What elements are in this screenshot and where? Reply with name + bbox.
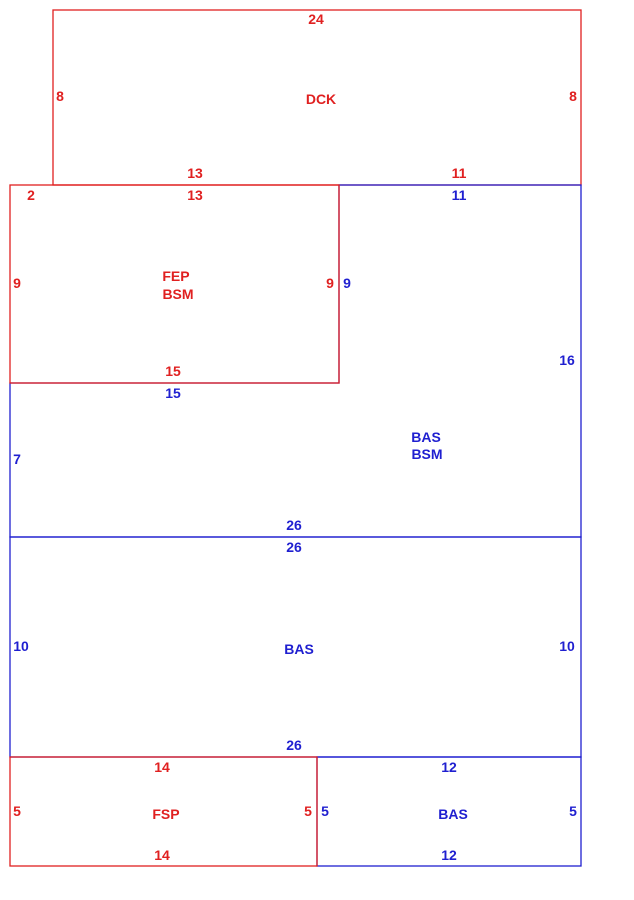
bas-small-left-dimension: 5	[321, 803, 329, 819]
fsp-bottom-dimension: 14	[154, 847, 170, 863]
dck-left-dimension: 8	[56, 88, 64, 104]
bas-bsm-outline	[9, 184, 582, 538]
bas-bsm-inner-left-dimension: 9	[343, 275, 351, 291]
fsp-right-dimension: 5	[304, 803, 312, 819]
fep-corner-dimension: 2	[27, 187, 35, 203]
fsp-outline	[9, 756, 318, 867]
fsp-area-label: FSP	[152, 806, 179, 822]
fsp-top-dimension: 14	[154, 759, 170, 775]
dck-top-dimension: 24	[308, 11, 324, 27]
bas-bsm-bsm-area-label: BSM	[411, 446, 442, 462]
dck-right-dimension: 8	[569, 88, 577, 104]
bas-bsm-bottom-dimension: 26	[286, 517, 302, 533]
bas-bsm-top-dimension: 11	[452, 187, 467, 203]
bas-bsm-area-label: BAS	[411, 429, 441, 445]
bas-small-top-dimension: 12	[441, 759, 457, 775]
fep-left-dimension: 9	[13, 275, 21, 291]
fep-bsm-outline	[9, 184, 340, 384]
bas-main-bottom-dimension: 26	[286, 737, 302, 753]
bas-small-right-dimension: 5	[569, 803, 577, 819]
bas-main-area-label: BAS	[284, 641, 314, 657]
dck-area-label: DCK	[306, 91, 336, 107]
bas-main-top-dimension: 26	[286, 539, 302, 555]
dck-bottom-right-dimension: 11	[452, 165, 467, 181]
fep-area-label: FEP	[162, 268, 189, 284]
fep-bsm-area-label: BSM	[162, 286, 193, 302]
fep-top-dimension: 13	[187, 187, 203, 203]
bas-small-bottom-dimension: 12	[441, 847, 457, 863]
fsp-left-dimension: 5	[13, 803, 21, 819]
bas-bsm-under-fep-dimension: 15	[165, 385, 181, 401]
bas-main-right-dimension: 10	[559, 638, 575, 654]
fep-bottom-dimension: 15	[165, 363, 181, 379]
bas-bsm-right-dimension: 16	[559, 352, 575, 368]
bas-small-area-label: BAS	[438, 806, 468, 822]
bas-bsm-left-dimension: 7	[13, 451, 21, 467]
bas-main-left-dimension: 10	[13, 638, 29, 654]
dck-bottom-left-dimension: 13	[187, 165, 203, 181]
fep-right-dimension: 9	[326, 275, 334, 291]
